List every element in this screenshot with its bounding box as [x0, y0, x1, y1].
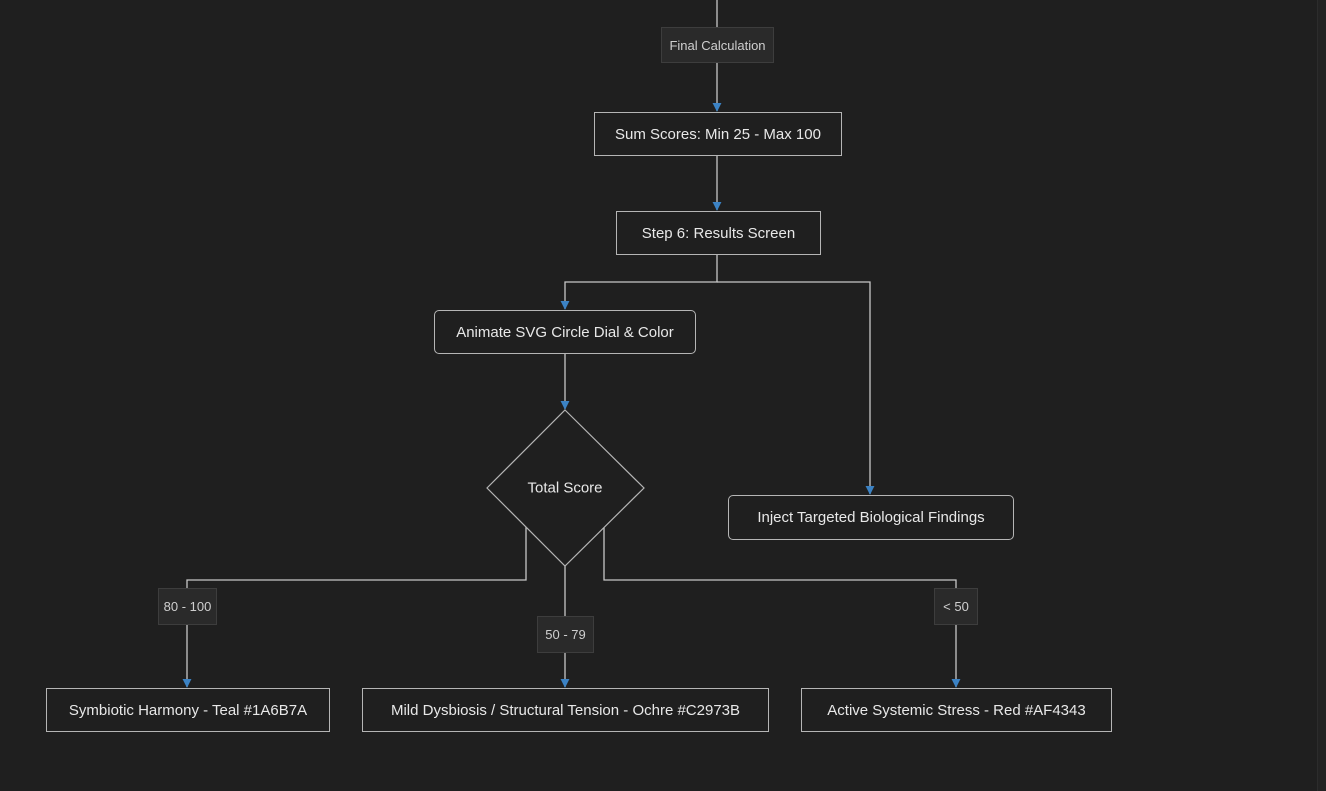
range-low-label: < 50 — [934, 588, 978, 625]
final-calculation-label: Final Calculation — [661, 27, 774, 63]
animate-dial-node[interactable]: Animate SVG Circle Dial & Color — [434, 310, 696, 354]
mild-dysbiosis-node[interactable]: Mild Dysbiosis / Structural Tension - Oc… — [362, 688, 769, 732]
results-screen-node[interactable]: Step 6: Results Screen — [616, 211, 821, 255]
range-high-label: 80 - 100 — [158, 588, 217, 625]
symbiotic-harmony-node[interactable]: Symbiotic Harmony - Teal #1A6B7A — [46, 688, 330, 732]
edge-total-score-to-active-stress — [603, 527, 957, 593]
range-mid-label: 50 - 79 — [537, 616, 594, 653]
total-score-decision-label[interactable]: Total Score — [527, 479, 603, 497]
sum-scores-node[interactable]: Sum Scores: Min 25 - Max 100 — [594, 112, 842, 156]
inject-findings-node[interactable]: Inject Targeted Biological Findings — [728, 495, 1014, 540]
edge-total-score-to-symbiotic-harmony — [186, 527, 527, 593]
vertical-scrollbar[interactable] — [1317, 0, 1326, 791]
edge-results-to-animate-dial — [560, 255, 718, 310]
edge-results-to-inject-findings — [717, 281, 875, 495]
total-score-diamond-shape — [486, 409, 645, 567]
active-stress-node[interactable]: Active Systemic Stress - Red #AF4343 — [801, 688, 1112, 732]
